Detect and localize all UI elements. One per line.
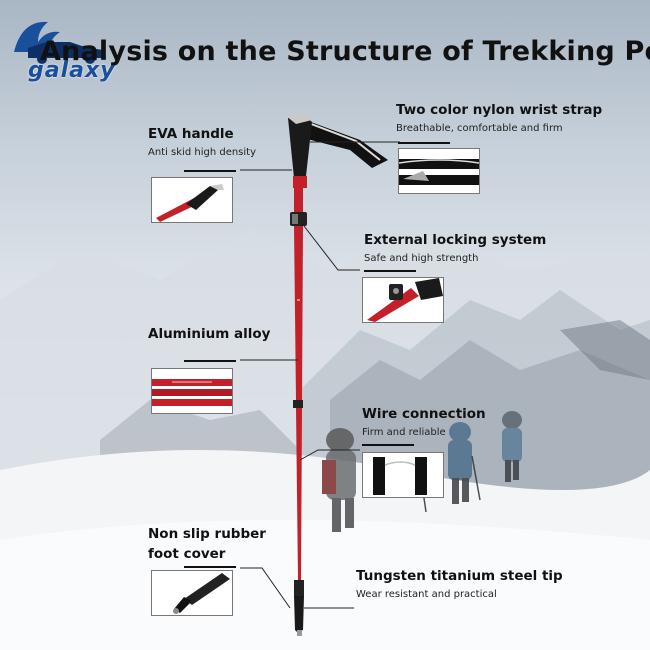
callout-label: Two color nylon wrist strap — [396, 102, 603, 118]
callout-desc: Anti skid high density — [148, 147, 257, 158]
underline — [184, 566, 236, 568]
callout-eva-handle: EVA handle Anti skid high density — [148, 124, 256, 158]
thumb-wrist-strap — [398, 148, 480, 194]
callout-aluminium-alloy: Aluminium alloy — [148, 324, 270, 344]
callout-wrist-strap: Two color nylon wrist strap Breathable, … — [396, 100, 602, 134]
thumb-aluminium-alloy — [151, 368, 233, 414]
callout-label: Aluminium alloy — [148, 326, 271, 342]
thumb-foot-cover — [151, 570, 233, 616]
callout-desc: Safe and high strength — [364, 253, 479, 264]
hikers-illustration — [322, 411, 522, 532]
callout-desc: Breathable, comfortable and firm — [396, 123, 563, 134]
callout-desc: Firm and reliable — [362, 427, 446, 438]
thumb-eva-handle — [151, 177, 233, 223]
callout-label: Non slip rubber — [148, 526, 266, 542]
underline — [184, 360, 236, 362]
callout-label: Tungsten titanium steel tip — [356, 568, 563, 584]
callout-foot-cover: Non slip rubber foot cover — [148, 524, 266, 564]
thumb-locking-system — [362, 277, 444, 323]
callout-label: EVA handle — [148, 126, 234, 142]
underline — [184, 170, 236, 172]
underline — [398, 142, 450, 144]
thumb-wire-connection — [362, 452, 444, 498]
callout-label-line2: foot cover — [148, 546, 226, 562]
callout-wire-connection: Wire connection Firm and reliable — [362, 404, 486, 438]
underline — [364, 270, 416, 272]
callout-label: External locking system — [364, 232, 547, 248]
trekking-pole — [286, 112, 388, 636]
callout-desc: Wear resistant and practical — [356, 589, 497, 600]
car-wave-logo-icon — [14, 21, 106, 64]
connector-lines — [240, 141, 400, 609]
callout-tungsten-tip: Tungsten titanium steel tip Wear resista… — [356, 566, 563, 600]
callout-locking-system: External locking system Safe and high st… — [364, 230, 546, 264]
page-title: Analysis on the Structure of Trekking Po… — [40, 36, 650, 67]
logo-text: galaxy — [28, 58, 116, 83]
callout-label: Wire connection — [362, 406, 486, 422]
underline — [362, 444, 414, 446]
